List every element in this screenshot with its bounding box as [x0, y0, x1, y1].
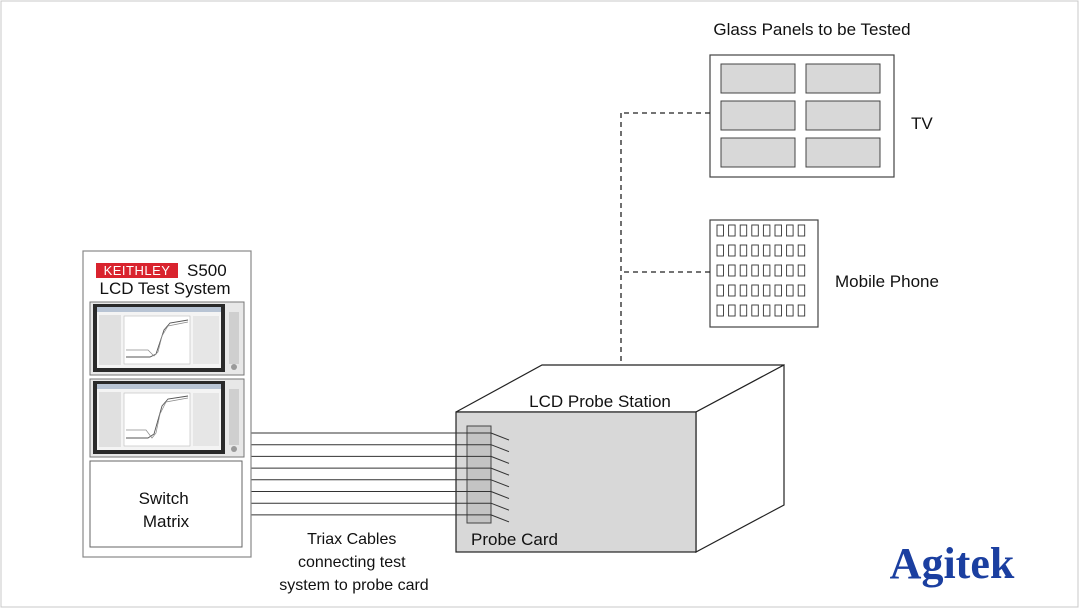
screen-panel: [193, 393, 219, 446]
probe-needle: [490, 514, 510, 523]
mobile-phone-label: Mobile Phone: [835, 272, 939, 291]
phone-cell-grid: [716, 224, 806, 317]
phone-cell: [786, 284, 794, 297]
agitek-logo: Agitek: [890, 539, 1015, 588]
phone-cell: [762, 264, 771, 277]
phone-cell: [786, 304, 794, 317]
phone-cell: [751, 304, 759, 317]
phone-cell: [762, 284, 771, 297]
probe-needle: [490, 432, 510, 441]
phone-cell: [739, 304, 748, 317]
screen-sidebar: [99, 315, 121, 365]
switch-matrix-label: Switch Matrix: [139, 489, 194, 531]
phone-cell: [762, 244, 771, 257]
probe-needles: [490, 432, 510, 523]
phone-cell: [739, 264, 748, 277]
probe-card-label: Probe Card: [471, 530, 558, 549]
switch-matrix-line: Switch: [139, 489, 189, 508]
phone-cell: [751, 264, 759, 277]
glass-tile: [805, 137, 881, 168]
phone-cell: [739, 224, 748, 237]
probe-station-label: LCD Probe Station: [529, 392, 671, 411]
phone-cell: [786, 264, 794, 277]
phone-cell: [739, 244, 748, 257]
glass-tile: [805, 63, 881, 94]
dashed-connector: [620, 112, 710, 378]
glass-tile: [720, 137, 796, 168]
phone-cell: [728, 244, 736, 257]
phone-cell: [762, 304, 771, 317]
phone-cell: [774, 244, 782, 257]
phone-cell: [797, 284, 806, 297]
screen-toolbar: [97, 307, 221, 312]
phone-cell: [739, 284, 748, 297]
phone-cell: [786, 244, 794, 257]
screen-curve: [126, 397, 189, 439]
screen-curve: [126, 395, 189, 439]
phone-cell: [751, 244, 759, 257]
phone-cell: [797, 304, 806, 317]
phone-cell: [786, 224, 794, 237]
phone-cell: [762, 224, 771, 237]
mobile-phone-panel: [709, 219, 819, 328]
glass-panels-title: Glass Panels to be Tested: [713, 20, 910, 39]
screen-panel: [193, 316, 219, 364]
cables-caption: Triax Cables connecting test system to p…: [279, 531, 428, 594]
phone-cell: [716, 224, 724, 237]
phone-cell: [716, 244, 724, 257]
cables-caption-line: system to probe card: [279, 577, 428, 594]
probe-needle: [490, 455, 510, 464]
system-name-label: LCD Test System: [99, 279, 230, 298]
instrument-unit: [89, 378, 245, 458]
instrument-knob: [231, 364, 237, 370]
screen-curve: [126, 319, 189, 358]
probe-needle: [490, 467, 510, 476]
instrument-keypad: [229, 312, 239, 364]
instrument-keypad: [229, 389, 239, 445]
switch-matrix-box: [89, 460, 243, 548]
phone-cell: [797, 244, 806, 257]
phone-cell: [751, 224, 759, 237]
phone-cell: [728, 264, 736, 277]
phone-cell: [728, 224, 736, 237]
probe-needle: [490, 479, 510, 488]
test-system-rack: KEITHLEY S500 LCD Test System: [82, 250, 252, 558]
cables-caption-line: connecting test: [298, 554, 406, 571]
keithley-badge: [96, 263, 178, 278]
tv-panel: [709, 54, 895, 178]
phone-cell: [797, 224, 806, 237]
phone-cell: [716, 304, 724, 317]
keithley-logo: KEITHLEY: [104, 263, 171, 278]
phone-cell: [751, 284, 759, 297]
instrument-unit: [89, 301, 245, 376]
probe-card: [466, 425, 492, 524]
triax-cables: [251, 432, 491, 516]
phone-cell: [797, 264, 806, 277]
phone-cell: [774, 224, 782, 237]
phone-cell: [728, 304, 736, 317]
glass-tile: [720, 100, 796, 131]
model-label: S500: [187, 261, 227, 280]
probe-needle: [490, 502, 510, 511]
glass-tile: [805, 100, 881, 131]
screen-toolbar: [97, 384, 221, 389]
tv-label: TV: [911, 114, 933, 133]
phone-cell: [716, 264, 724, 277]
phone-cell: [728, 284, 736, 297]
phone-cell: [716, 284, 724, 297]
screen-curve: [126, 321, 189, 357]
screen-sidebar: [99, 392, 121, 447]
cables-caption-line: Triax Cables: [307, 531, 396, 548]
glass-tile: [720, 63, 796, 94]
probe-needle: [490, 491, 510, 499]
probe-needle: [490, 444, 510, 453]
switch-matrix-line: Matrix: [143, 512, 190, 531]
phone-cell: [774, 264, 782, 277]
phone-cell: [774, 284, 782, 297]
phone-cell: [774, 304, 782, 317]
instrument-knob: [231, 446, 237, 452]
screen-plot-area: [123, 392, 191, 447]
